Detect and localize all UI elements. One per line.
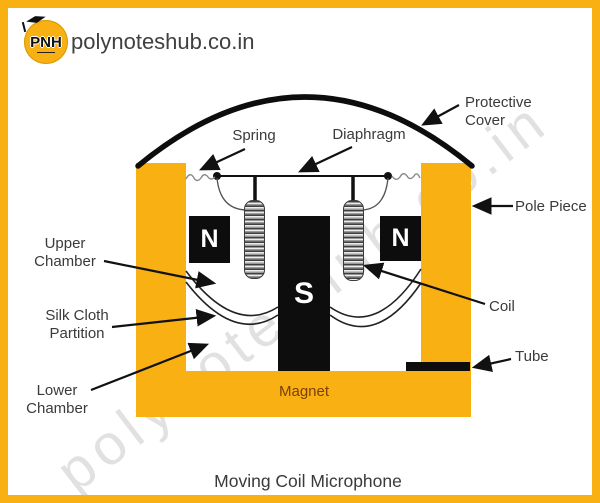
label-upper-chamber: Upper Chamber <box>34 235 96 271</box>
site-url-text: polynoteshub.co.in <box>71 29 255 54</box>
magnet-north-left: N <box>189 216 230 263</box>
spring-left <box>185 174 216 182</box>
label-pole-piece: Pole Piece <box>515 198 587 215</box>
diaphragm-right-pivot <box>384 172 392 180</box>
arrow-spring <box>199 148 246 171</box>
label-spring: Spring <box>232 127 276 144</box>
silk-partition-left-inner <box>185 281 279 325</box>
graduation-cap-tassel-icon <box>21 21 27 33</box>
coil-left <box>244 200 265 279</box>
arrow-diaphragm <box>298 146 353 173</box>
arrow-protective-cover <box>421 104 460 126</box>
label-protective-cover: Protective Cover <box>465 94 532 130</box>
label-magnet: Magnet <box>278 383 330 400</box>
site-logo: PNH <box>21 20 68 64</box>
protective-cover-arc <box>135 94 475 169</box>
graduation-cap-icon <box>25 14 46 26</box>
spring-right <box>391 173 421 180</box>
arrow-tube <box>471 354 512 373</box>
logo-underline <box>37 51 55 53</box>
lead-wire-right <box>361 177 389 211</box>
coil-right <box>343 200 364 281</box>
silk-partition-right-inner <box>329 282 422 328</box>
label-tube: Tube <box>515 348 549 365</box>
label-lower-chamber: Lower Chamber <box>26 382 88 418</box>
diaphragm-left-pivot <box>213 172 221 180</box>
label-coil: Coil <box>489 298 515 315</box>
lead-wire-left <box>216 177 247 211</box>
logo-text: PNH <box>30 33 62 51</box>
label-diaphragm: Diaphragm <box>332 126 406 143</box>
label-silk-cloth-partition: Silk Cloth Partition <box>45 307 109 343</box>
silk-partition-left-outer <box>185 270 279 317</box>
magnet-north-right: N <box>380 216 421 261</box>
diagram-caption: Moving Coil Microphone <box>214 471 402 491</box>
magnet-south-center: S <box>278 216 330 371</box>
tube-bar <box>406 362 470 371</box>
